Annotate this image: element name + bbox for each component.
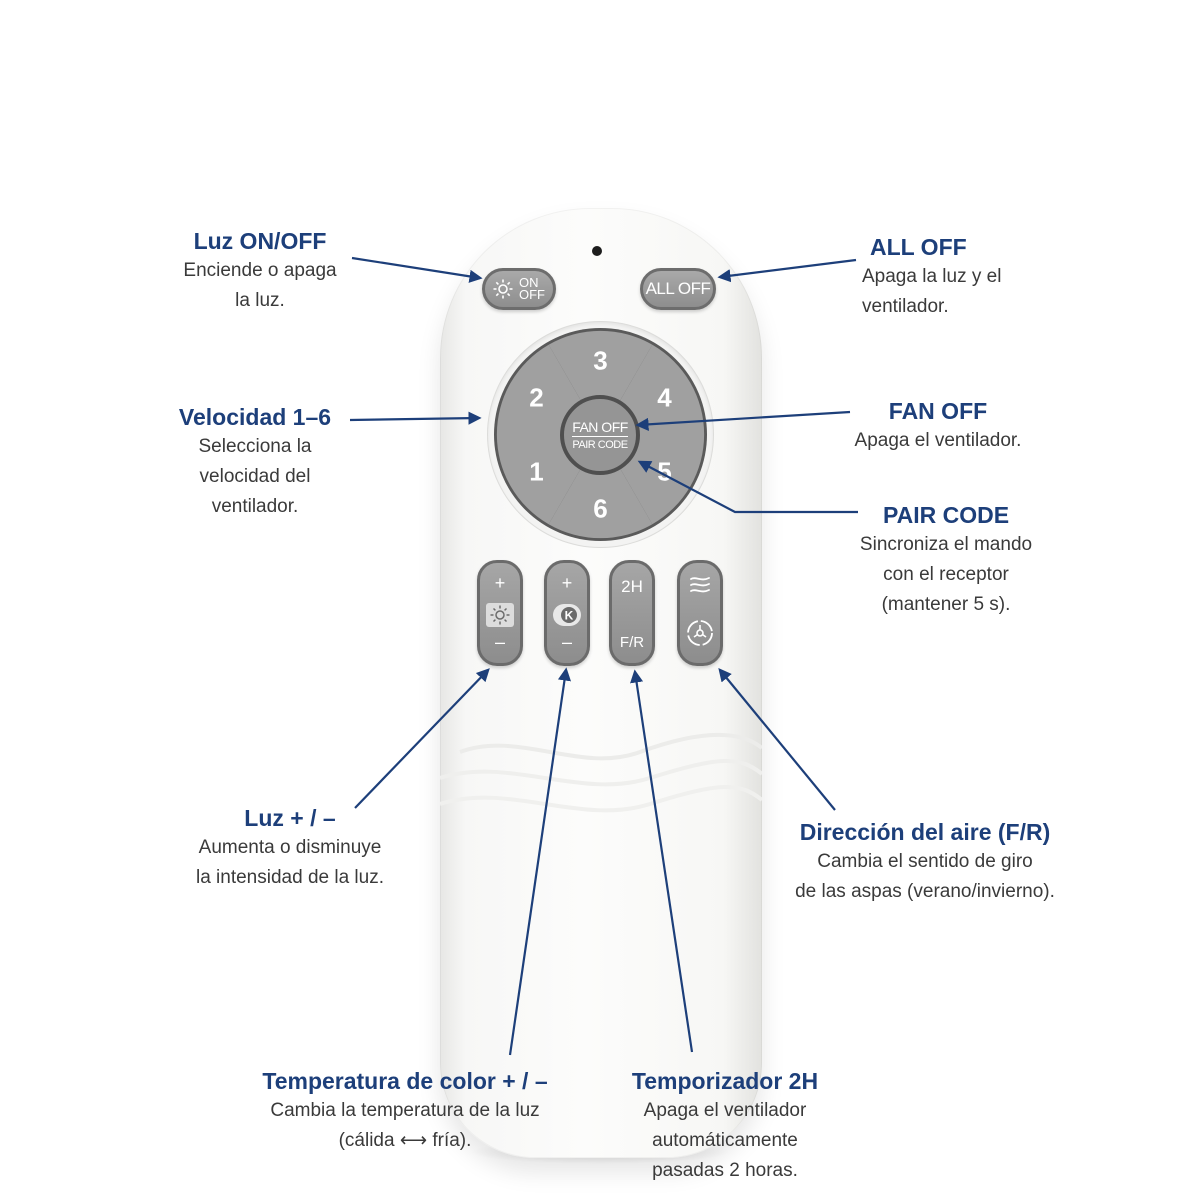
onoff-label-off: OFF [519,287,545,302]
arrow-temperatura [508,667,572,1056]
pair-code-label: PAIR CODE [572,438,628,451]
arrow-luz-onoff [351,256,483,283]
arrow-luz-pm [354,668,490,809]
sun-icon [493,279,513,299]
all-off-button[interactable]: ALL OFF [640,268,716,310]
label-title: Luz ON/OFF [193,228,327,254]
dial-number: 4 [657,383,672,413]
dial-number: 3 [593,346,607,376]
label-text: velocidad del [199,466,311,487]
label-text: Aumenta o disminuye [198,837,382,858]
label-text: Cambia el sentido de giro [817,851,1033,872]
light-minus[interactable]: – [494,632,505,652]
label-text: pasadas 2 horas. [652,1160,798,1181]
label-direccion: Dirección del aire (F/R) Cambia el senti… [770,817,1080,907]
label-title: Temperatura de color + / – [262,1068,548,1094]
label-text: ventilador. [211,496,299,517]
dial-segment-3[interactable] [548,330,653,402]
light-plus[interactable]: + [494,573,506,593]
label-text: automáticamente [652,1130,798,1151]
dial-number: 5 [657,457,671,487]
timer-2h-label[interactable]: 2H [621,577,643,596]
timer-direction-button[interactable]: 2H F/R [609,560,655,666]
indicator-led [592,246,602,256]
label-velocidad: Velocidad 1–6 Selecciona la velocidad de… [150,402,360,522]
label-text: (cálida ⟷ fría). [338,1130,472,1151]
label-title: ALL OFF [870,234,967,260]
arrow-pair-code [637,460,858,514]
temperature-plus[interactable]: + [561,573,573,593]
arrow-velocidad [349,411,482,425]
dial-number: 2 [529,383,543,413]
decorative-waves [440,733,762,813]
label-luz-pm: Luz + / – Aumenta o disminuye la intensi… [160,803,420,893]
label-title: Temporizador 2H [631,1068,819,1094]
label-fan-off: FAN OFF Apaga el ventilador. [836,396,1040,456]
label-title: Luz + / – [244,805,336,831]
fan-off-label: FAN OFF [572,418,628,437]
label-title: PAIR CODE [882,502,1010,528]
temperature-minus[interactable]: – [561,632,572,652]
light-dimmer-button[interactable]: + – [477,560,523,666]
light-onoff-button[interactable]: ON OFF [482,268,556,310]
arrow-temporizador [630,669,694,1053]
label-all-off: ALL OFF Apaga la luz y el ventilador. [820,232,1020,322]
wind-rotation-button[interactable] [677,560,723,666]
arrow-direccion [718,667,836,811]
label-temperatura: Temperatura de color + / – Cambia la tem… [230,1066,580,1156]
dial-number: 6 [593,494,607,524]
label-title: FAN OFF [888,398,988,424]
arrow-all-off [717,258,857,283]
color-temperature-icon: K [553,604,581,626]
label-temporizador: Temporizador 2H Apaga el ventilador auto… [620,1066,830,1186]
dial-segment-1[interactable] [494,406,598,531]
label-text: con el receptor [883,564,1009,585]
label-title: Velocidad 1–6 [178,404,332,430]
label-text: Apaga la luz y el [862,266,1002,287]
dial-segment-2[interactable] [494,338,598,463]
label-text: Sincroniza el mando [859,534,1033,555]
color-temperature-button[interactable]: + K – [544,560,590,666]
dial-segment-5[interactable] [603,406,707,531]
arrow-fan-off [635,410,851,431]
dial-segment-6[interactable] [548,467,653,539]
label-text: Selecciona la [198,436,312,457]
label-text: Cambia la temperatura de la luz [270,1100,540,1121]
svg-text:K: K [565,609,574,623]
rotation-icon[interactable] [685,618,715,648]
fan-off-pair-code-button[interactable]: FAN OFF PAIR CODE [560,395,640,475]
label-luz-onoff: Luz ON/OFF Enciende o apaga la luz. [150,226,370,316]
dial-segment-4[interactable] [603,338,707,463]
label-title: Dirección del aire (F/R) [799,819,1051,845]
label-text: la intensidad de la luz. [195,867,384,888]
dial-number: 1 [529,457,543,487]
onoff-label-on: ON [519,275,539,290]
direction-fr-label[interactable]: F/R [619,634,645,651]
label-text: (mantener 5 s). [881,594,1011,615]
label-pair-code: PAIR CODE Sincroniza el mando con el rec… [836,500,1056,620]
label-text: Apaga el ventilador. [854,430,1022,451]
wind-icon[interactable] [688,575,712,595]
label-text: la luz. [235,290,285,311]
label-text: Enciende o apaga [183,260,337,281]
label-text: Apaga el ventilador [643,1100,807,1121]
label-text: ventilador. [862,296,949,317]
label-text: de las aspas (verano/invierno). [795,881,1055,902]
sun-icon [486,603,514,627]
